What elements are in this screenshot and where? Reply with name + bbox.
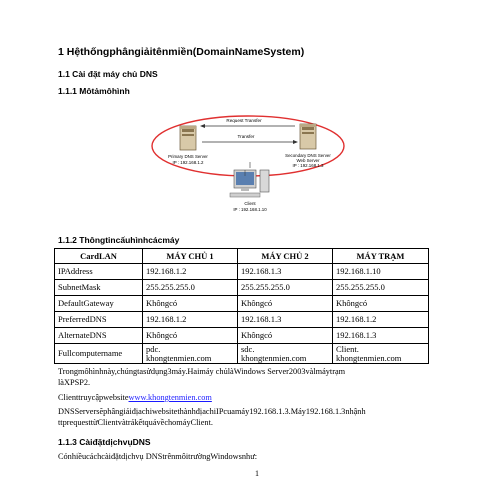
secondary-role: Web Server bbox=[296, 158, 320, 163]
primary-server-icon bbox=[179, 125, 197, 151]
table-header: MÁY CHỦ 1 bbox=[142, 248, 238, 264]
paragraph-line: DNSServersẽphângiảiđịachiwebsitethànhđịa… bbox=[58, 407, 366, 416]
table-header: MÁY CHỦ 2 bbox=[237, 248, 333, 264]
table-cell: 192.168.1.3 bbox=[332, 327, 429, 344]
paragraph-text: Clienttruycậpwebsite bbox=[58, 393, 129, 402]
client-name: Client bbox=[244, 201, 256, 206]
table-row: DefaultGateway Khôngcó Khôngcó Khôngcó bbox=[54, 295, 429, 312]
heading-1-1: 1.1 Cài đặt máy chủ DNS bbox=[58, 69, 158, 79]
table-cell: 192.168.1.3 bbox=[237, 311, 333, 328]
paragraph-client-access: Clienttruycậpwebsitewww.khongtenmien.com bbox=[58, 393, 212, 402]
dns-network-diagram: Request Transfer Transfer Primary DNS Se… bbox=[151, 115, 345, 212]
table-cell: Fullcomputername bbox=[54, 343, 143, 364]
table-row: AlternateDNS Khôngcó Khôngcó 192.168.1.3 bbox=[54, 327, 429, 344]
heading-1-1-3: 1.1.3 CàiđặtdịchvụDNS bbox=[58, 437, 151, 447]
paragraph-line: ttprequesttừClientvàtrảkếtquảvềchomáyCli… bbox=[58, 418, 213, 427]
table-row: Fullcomputername pdc. khongtenmien.com s… bbox=[54, 343, 429, 364]
table-cell: Khôngcó bbox=[142, 327, 238, 344]
paragraph-line: Trongmôhìnhnày,chúngtasửdụng3máy.Haimáy … bbox=[58, 367, 346, 376]
table-header: MÁY TRẠM bbox=[332, 248, 429, 264]
table-cell: 192.168.1.10 bbox=[332, 263, 429, 280]
table-cell: Client. khongtenmien.com bbox=[332, 343, 429, 364]
client-ip: IP : 192.168.1.10 bbox=[233, 207, 267, 212]
paragraph-line: Cónhiềucáchcàiđặtdịchvụ DNStrênmôitrường… bbox=[58, 452, 257, 461]
table-cell: Khôngcó bbox=[237, 327, 333, 344]
table-cell: 192.168.1.2 bbox=[142, 263, 238, 280]
request-label: Request Transfer bbox=[226, 118, 262, 123]
secondary-name: Secondary DNS Server bbox=[285, 153, 331, 158]
table-row: PreferredDNS 192.168.1.2 192.168.1.3 192… bbox=[54, 311, 429, 328]
table-cell: AlternateDNS bbox=[54, 327, 143, 344]
secondary-ip: IP : 192.168.1.3 bbox=[293, 163, 324, 168]
arrow-right-icon bbox=[293, 140, 298, 144]
website-link[interactable]: www.khongtenmien.com bbox=[128, 393, 212, 402]
heading-1: 1 Hệthốngphângiảitênmiền(DomainNameSyste… bbox=[58, 46, 305, 58]
table-row: SubnetMask 255.255.255.0 255.255.255.0 2… bbox=[54, 279, 429, 296]
arrow-left-icon bbox=[200, 124, 205, 128]
table-cell: Khôngcó bbox=[237, 295, 333, 312]
secondary-server-icon bbox=[299, 123, 317, 150]
client-computer-icon bbox=[229, 169, 270, 198]
table-header: CardLAN bbox=[54, 248, 143, 264]
table-row: IPAddress 192.168.1.2 192.168.1.3 192.16… bbox=[54, 263, 429, 280]
page-number: 1 bbox=[255, 469, 259, 478]
heading-1-1-2: 1.1.2 Thôngtincấuhìnhcácmáy bbox=[58, 235, 180, 245]
primary-name: Primary DNS Server bbox=[168, 154, 208, 159]
table-cell: 255.255.255.0 bbox=[332, 279, 429, 296]
config-table: CardLAN MÁY CHỦ 1 MÁY CHỦ 2 MÁY TRẠM IPA… bbox=[54, 248, 429, 364]
table-cell: DefaultGateway bbox=[54, 295, 143, 312]
primary-ip: IP : 192.168.1.2 bbox=[173, 160, 204, 165]
table-cell: 192.168.1.2 bbox=[332, 311, 429, 328]
table-cell: Khôngcó bbox=[332, 295, 429, 312]
table-cell: PreferredDNS bbox=[54, 311, 143, 328]
table-cell: pdc. khongtenmien.com bbox=[142, 343, 238, 364]
table-cell: SubnetMask bbox=[54, 279, 143, 296]
table-cell: IPAddress bbox=[54, 263, 143, 280]
table-cell: sdc. khongtenmien.com bbox=[237, 343, 333, 364]
transfer-label: Transfer bbox=[238, 134, 255, 139]
table-cell: 255.255.255.0 bbox=[237, 279, 333, 296]
table-header-row: CardLAN MÁY CHỦ 1 MÁY CHỦ 2 MÁY TRẠM bbox=[54, 248, 429, 264]
table-cell: 192.168.1.3 bbox=[237, 263, 333, 280]
table-cell: Khôngcó bbox=[142, 295, 238, 312]
table-cell: 192.168.1.2 bbox=[142, 311, 238, 328]
table-cell: 255.255.255.0 bbox=[142, 279, 238, 296]
heading-1-1-1: 1.1.1 Môtảmôhình bbox=[58, 86, 130, 96]
paragraph-line: làXPSP2. bbox=[58, 378, 91, 387]
